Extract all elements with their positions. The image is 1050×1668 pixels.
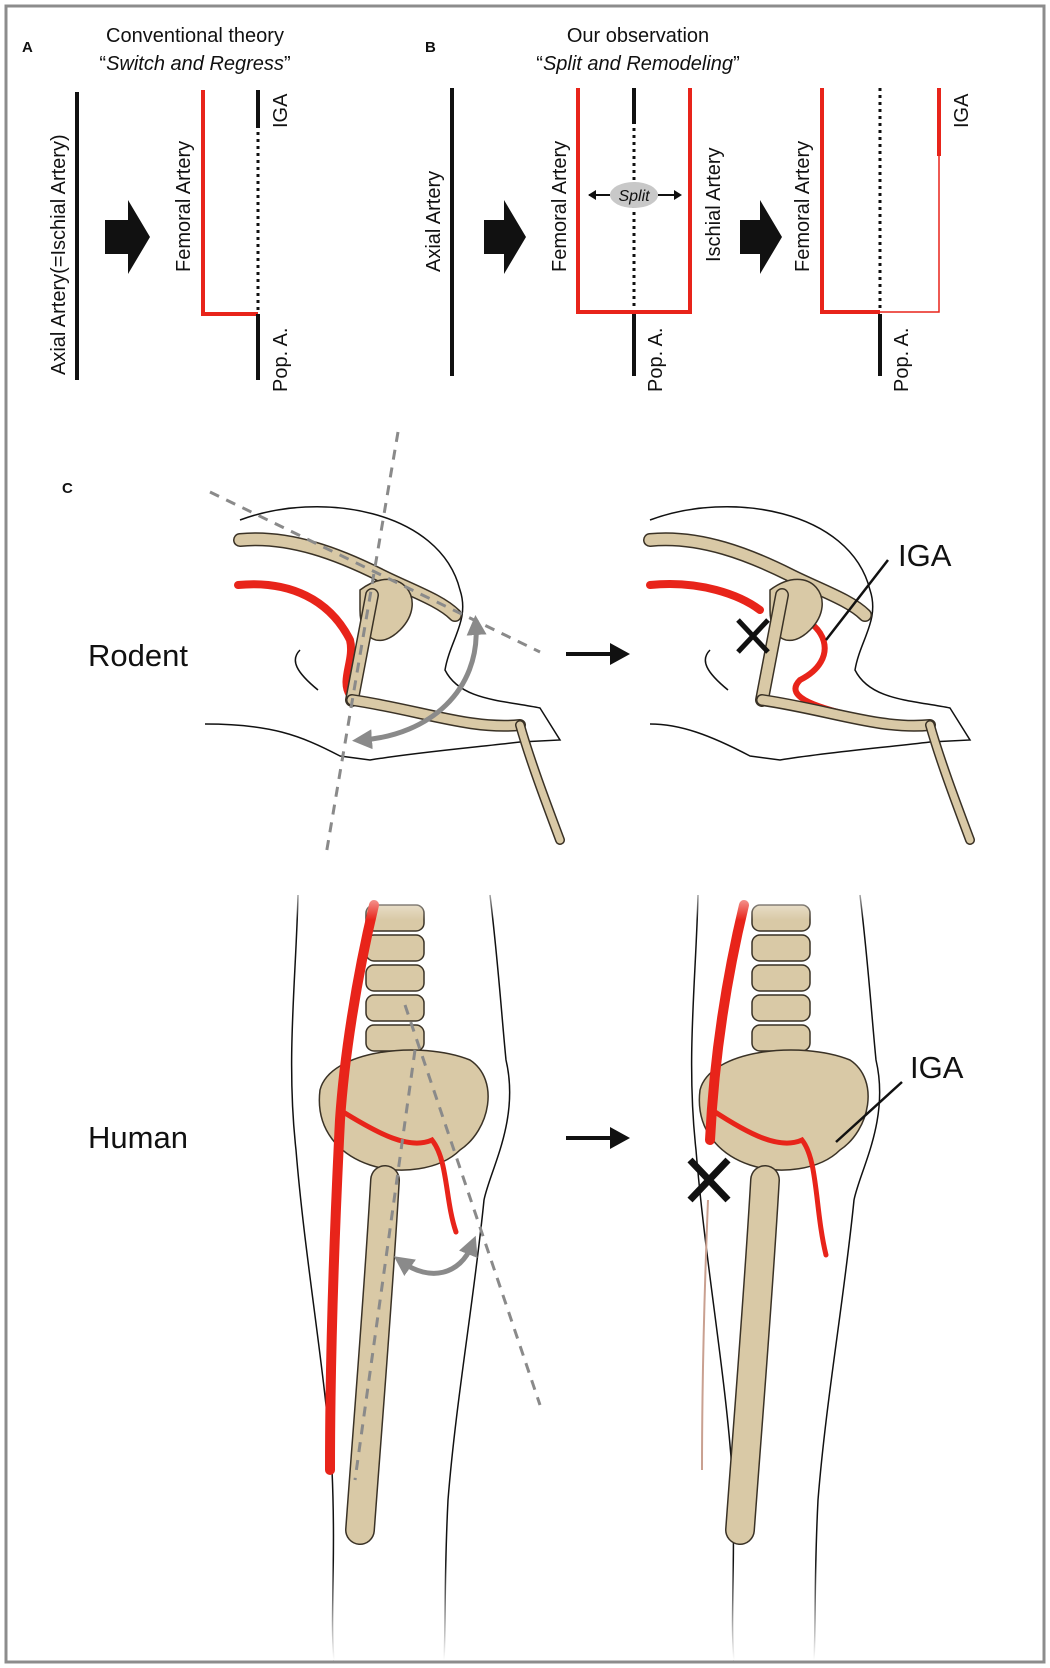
human-spine	[366, 905, 424, 1051]
split-label: Split	[618, 188, 650, 205]
transition-arrow-a	[105, 200, 150, 274]
panel-c: C Rodent	[62, 432, 970, 1660]
transition-arrow-b2	[740, 200, 782, 274]
transition-arrow-b1	[484, 200, 526, 274]
human-regress-x-mark	[690, 1160, 728, 1200]
rodent-label: Rodent	[88, 638, 188, 673]
panel-a-subtitle: “Switch and Regress”	[99, 53, 290, 75]
femoral-artery-label-b2: Femoral Artery	[792, 141, 814, 272]
figure-border	[6, 6, 1044, 1662]
ischial-artery-label: Ischial Artery	[703, 148, 725, 262]
femoral-artery-line	[203, 90, 258, 314]
rodent-spine	[240, 539, 455, 615]
axial-artery-label-b: Axial Artery	[423, 171, 445, 272]
panel-b-title: Our observation	[567, 25, 709, 47]
human-left-illustration	[290, 880, 540, 1660]
pop-a-label-b2: Pop. A.	[891, 328, 913, 393]
iga-label-b: IGA	[951, 93, 973, 128]
human-pelvis-r	[699, 1050, 868, 1170]
human-label: Human	[88, 1120, 188, 1155]
femoral-artery-label: Femoral Artery	[173, 141, 195, 272]
iga-label: IGA	[270, 93, 292, 128]
panel-c-letter: C	[62, 480, 73, 497]
rodent-regress-x-mark	[738, 620, 768, 652]
human-spine-r	[752, 905, 810, 1051]
human-right-illustration	[680, 880, 902, 1660]
panel-b: B Our observation “Split and Remodeling”…	[423, 25, 973, 392]
pop-a-label: Pop. A.	[270, 328, 292, 393]
human-iga-label: IGA	[910, 1050, 964, 1085]
panel-b-subtitle: “Split and Remodeling”	[536, 53, 739, 75]
human-rotation-arrow	[402, 1245, 472, 1273]
femoral-artery-line-b2	[822, 88, 880, 312]
panel-b-letter: B	[425, 39, 436, 56]
axial-artery-label: Axial Artery(=Ischial Artery)	[48, 134, 70, 375]
rodent-artery-r	[650, 584, 760, 610]
pop-a-label-b: Pop. A.	[645, 328, 667, 393]
femoral-artery-label-b: Femoral Artery	[549, 141, 571, 272]
rodent-left-illustration	[205, 432, 560, 855]
rodent-artery	[238, 584, 351, 695]
panel-a: A Conventional theory “Switch and Regres…	[22, 25, 292, 392]
rodent-iga-label: IGA	[898, 538, 952, 573]
panel-a-letter: A	[22, 39, 33, 56]
panel-a-title: Conventional theory	[106, 25, 284, 47]
thin-ischial-remnant	[880, 156, 939, 312]
